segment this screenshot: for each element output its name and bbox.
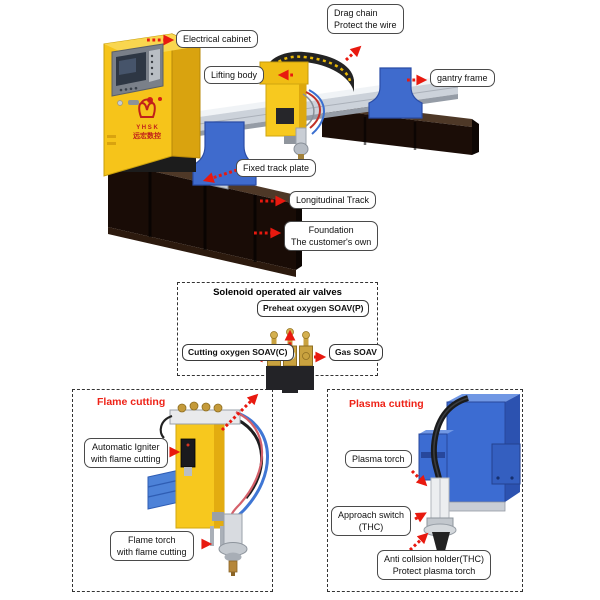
arrow-drag-chain [344, 45, 362, 62]
cabinet-logo-cn: 远宏数控 [133, 131, 161, 140]
flame-section-title: Flame cutting [97, 396, 166, 408]
callout-line: Fixed track plate [243, 163, 310, 173]
callout-fixed-track-plate: Fixed track plate [236, 159, 317, 177]
gantry-beam-graphic [149, 74, 459, 143]
cabinet-logo-text: Y H S K [136, 125, 158, 131]
callout-line: Foundation [308, 225, 354, 235]
callout-line: Lifting body [211, 70, 258, 80]
callout-longitudinal-track: Longitudinal Track [289, 191, 377, 209]
valve-label-line: Preheat oxygen [263, 303, 327, 313]
solenoid-section-title: Solenoid operated air valves [213, 287, 342, 298]
valve-label-line: SOAV(C) [252, 347, 288, 357]
callout-line: gantry frame [437, 73, 488, 83]
callout-line: Electrical cabinet [183, 34, 252, 44]
valve-label-preheat: Preheat oxygen SOAV(P) [257, 300, 370, 317]
callout-line: Automatic Igniter [92, 442, 160, 452]
callout-line: with flame cutting [91, 454, 161, 464]
callout-electrical-cabinet: Electrical cabinet [176, 30, 259, 48]
callout-line: Flame torch [128, 535, 176, 545]
callout-anti-collision-holder: Anti collsion holder(THC) Protect plasma… [377, 550, 492, 580]
callout-line: The customer's own [291, 237, 372, 247]
lifting-body-graphic [259, 61, 325, 161]
callout-line: with flame cutting [117, 547, 187, 557]
electrical-cabinet-graphic: Y H S K 远宏数控 [103, 33, 201, 177]
callout-line: (THC) [358, 522, 384, 532]
gantry-support-right-graphic [368, 67, 423, 119]
callout-line: Protect plasma torch [392, 566, 476, 576]
callout-foundation: Foundation The customer's own [284, 221, 379, 251]
arrow-fixed-track-plate [202, 168, 238, 183]
callout-gantry-frame: gantry frame [430, 69, 495, 87]
callout-line: Protect the wire [334, 20, 397, 30]
callout-approach-switch: Approach switch (THC) [331, 506, 412, 536]
valve-label-line: Cutting oxygen [188, 347, 250, 357]
callout-line: Approach switch [338, 510, 405, 520]
callout-automatic-igniter: Automatic Igniter with flame cutting [84, 438, 168, 468]
flame-section-box [72, 389, 273, 592]
drag-chain-graphic [262, 51, 354, 92]
callout-line: Longitudinal Track [296, 195, 370, 205]
plasma-section-box [327, 389, 523, 592]
right-track-graphic [322, 101, 479, 155]
callout-line: Drag chain [334, 8, 378, 18]
valve-label-gas: Gas SOAV [329, 344, 383, 361]
fixed-track-plate-graphic [195, 173, 229, 190]
callout-flame-torch: Flame torch with flame cutting [110, 531, 194, 561]
valve-label-line: SOAV(P) [328, 303, 364, 313]
callout-line: Plasma torch [352, 454, 405, 464]
valve-label-cutting-oxygen: Cutting oxygen SOAV(C) [182, 344, 294, 361]
callout-lifting-body: Lifting body [204, 66, 265, 84]
callout-drag-chain: Drag chain Protect the wire [327, 4, 404, 34]
plasma-section-title: Plasma cutting [349, 398, 424, 410]
valve-label-line: SOAV [353, 347, 377, 357]
valve-label-line: Gas [335, 347, 352, 357]
callout-line: Anti collsion holder(THC) [384, 554, 485, 564]
callout-plasma-torch: Plasma torch [345, 450, 412, 468]
